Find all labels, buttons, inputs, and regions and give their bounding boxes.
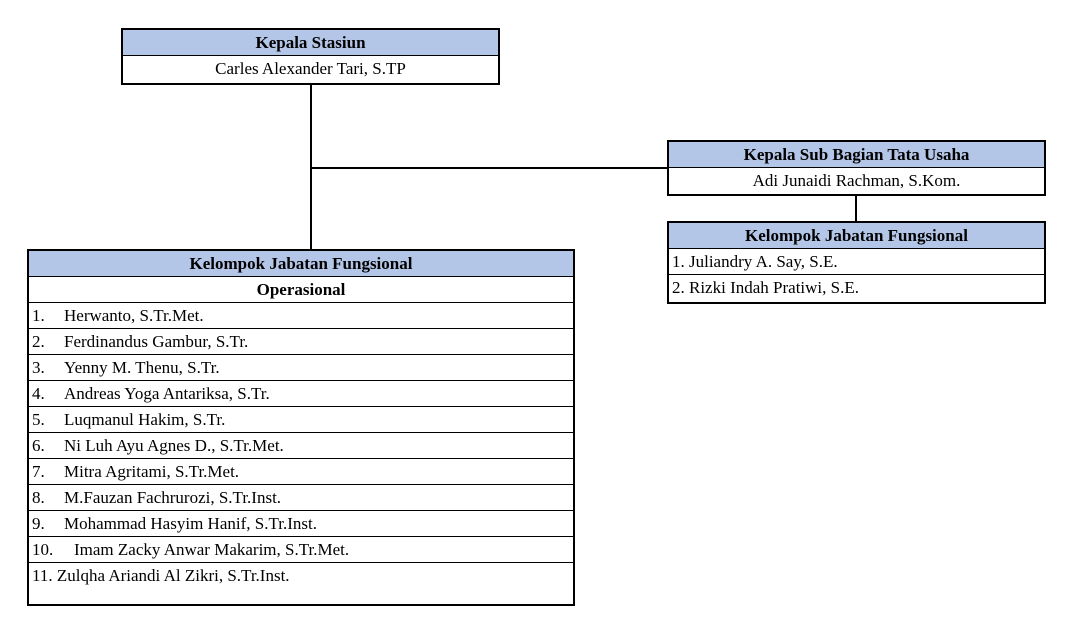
connector-head-to-admin xyxy=(310,167,668,169)
admin-title: Kepala Sub Bagian Tata Usaha xyxy=(669,142,1044,168)
head-name: Carles Alexander Tari, S.TP xyxy=(215,59,406,78)
admin-functional-box: Kelompok Jabatan Fungsional 1. Juliandry… xyxy=(667,221,1046,304)
functional-subtitle: Operasional xyxy=(29,277,573,303)
item-name: Zulqha Ariandi Al Zikri, S.Tr.Inst. xyxy=(56,566,290,585)
head-title: Kepala Stasiun xyxy=(123,30,498,56)
item-number: 7. xyxy=(32,462,45,481)
list-item: 2. Ferdinandus Gambur, S.Tr. xyxy=(29,329,573,355)
item-number: 6. xyxy=(32,436,45,455)
functional-title: Kelompok Jabatan Fungsional xyxy=(29,251,573,277)
item-name: Herwanto, S.Tr.Met. xyxy=(64,306,204,325)
list-item: 9. Mohammad Hasyim Hanif, S.Tr.Inst. xyxy=(29,511,573,537)
item-name: Yenny M. Thenu, S.Tr. xyxy=(64,358,220,377)
item-number: 5. xyxy=(32,410,45,429)
list-item: 1. Herwanto, S.Tr.Met. xyxy=(29,303,573,329)
list-item: 3. Yenny M. Thenu, S.Tr. xyxy=(29,355,573,381)
list-item: 10. Imam Zacky Anwar Makarim, S.Tr.Met. xyxy=(29,537,573,563)
list-item: 4. Andreas Yoga Antariksa, S.Tr. xyxy=(29,381,573,407)
item-number: 10. xyxy=(32,540,54,559)
item-name: Mohammad Hasyim Hanif, S.Tr.Inst. xyxy=(64,514,317,533)
item-number: 3. xyxy=(32,358,45,377)
item-number: 2. xyxy=(32,332,45,351)
item-number: 9. xyxy=(32,514,45,533)
item-number: 8. xyxy=(32,488,45,507)
item-number: 4. xyxy=(32,384,45,403)
list-item: 2. Rizki Indah Pratiwi, S.E. xyxy=(672,278,859,297)
item-number: 11. xyxy=(32,566,53,585)
item-name: M.Fauzan Fachrurozi, S.Tr.Inst. xyxy=(64,488,282,507)
connector-admin-to-admin-functional xyxy=(855,194,857,222)
admin-name: Adi Junaidi Rachman, S.Kom. xyxy=(752,171,961,190)
list-item: 7. Mitra Agritami, S.Tr.Met. xyxy=(29,459,573,485)
admin-box: Kepala Sub Bagian Tata Usaha Adi Junaidi… xyxy=(667,140,1046,196)
item-name: Mitra Agritami, S.Tr.Met. xyxy=(64,462,240,481)
list-item: 5. Luqmanul Hakim, S.Tr. xyxy=(29,407,573,433)
list-item: 8. M.Fauzan Fachrurozi, S.Tr.Inst. xyxy=(29,485,573,511)
head-box: Kepala Stasiun Carles Alexander Tari, S.… xyxy=(121,28,500,85)
list-item: 11. Zulqha Ariandi Al Zikri, S.Tr.Inst. xyxy=(29,563,573,589)
admin-functional-title: Kelompok Jabatan Fungsional xyxy=(669,223,1044,249)
item-name: Luqmanul Hakim, S.Tr. xyxy=(64,410,226,429)
item-name: Andreas Yoga Antariksa, S.Tr. xyxy=(64,384,270,403)
item-name: Ferdinandus Gambur, S.Tr. xyxy=(64,332,249,351)
functional-box: Kelompok Jabatan Fungsional Operasional … xyxy=(27,249,575,606)
item-number: 1. xyxy=(32,306,45,325)
item-name: Ni Luh Ayu Agnes D., S.Tr.Met. xyxy=(64,436,284,455)
list-item: 1. Juliandry A. Say, S.E. xyxy=(669,249,1044,275)
item-name: Imam Zacky Anwar Makarim, S.Tr.Met. xyxy=(74,540,350,559)
list-item: 6. Ni Luh Ayu Agnes D., S.Tr.Met. xyxy=(29,433,573,459)
